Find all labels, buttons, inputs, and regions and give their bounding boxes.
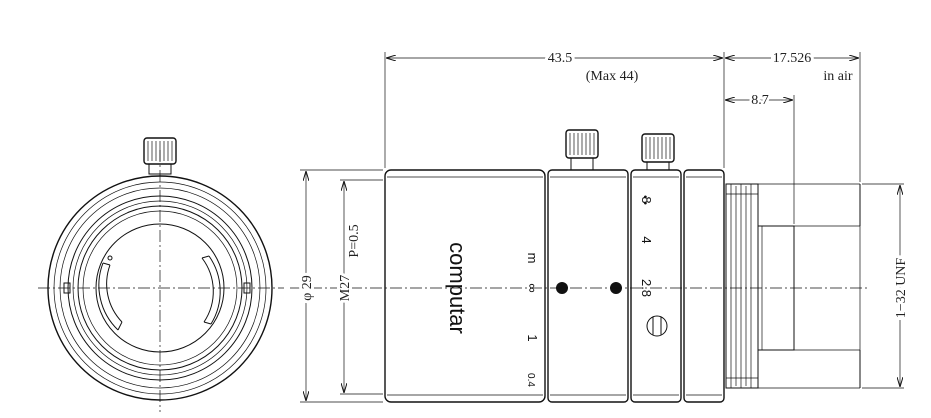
aperture-2-8-label: 2.8 xyxy=(639,279,654,297)
front-knob-icon xyxy=(143,137,177,175)
iris-lock-knob-icon xyxy=(641,133,675,171)
aperture-4-label: 4 xyxy=(639,236,654,243)
focus-1m-label: 1 xyxy=(525,334,540,341)
aperture-dots-label: • • xyxy=(639,195,650,205)
focus-min-label: 0.4 xyxy=(525,373,536,387)
thread-pitch-label: P=0.5 xyxy=(347,224,362,257)
brand-label: computar xyxy=(445,242,470,334)
diameter-label: φ 29 xyxy=(300,275,315,301)
back-focus-label: 17.526 xyxy=(773,51,812,66)
aperture-8-label: 8 xyxy=(639,196,654,203)
mount-thread-label: 1−32 UNF xyxy=(894,258,909,319)
overall-length-label: 43.5 xyxy=(548,51,573,66)
side-view xyxy=(290,129,870,403)
flange-label: 8.7 xyxy=(751,93,769,108)
focus-infinity-label: ∞ xyxy=(525,283,540,292)
front-view xyxy=(38,137,284,412)
max-length-label: (Max 44) xyxy=(586,69,639,84)
filter-thread-label: M27 xyxy=(338,275,353,301)
in-air-label: in air xyxy=(823,69,852,84)
screw-icon xyxy=(646,315,668,337)
focus-unit-label: m xyxy=(525,253,540,264)
focus-lock-knob-icon xyxy=(565,129,599,171)
